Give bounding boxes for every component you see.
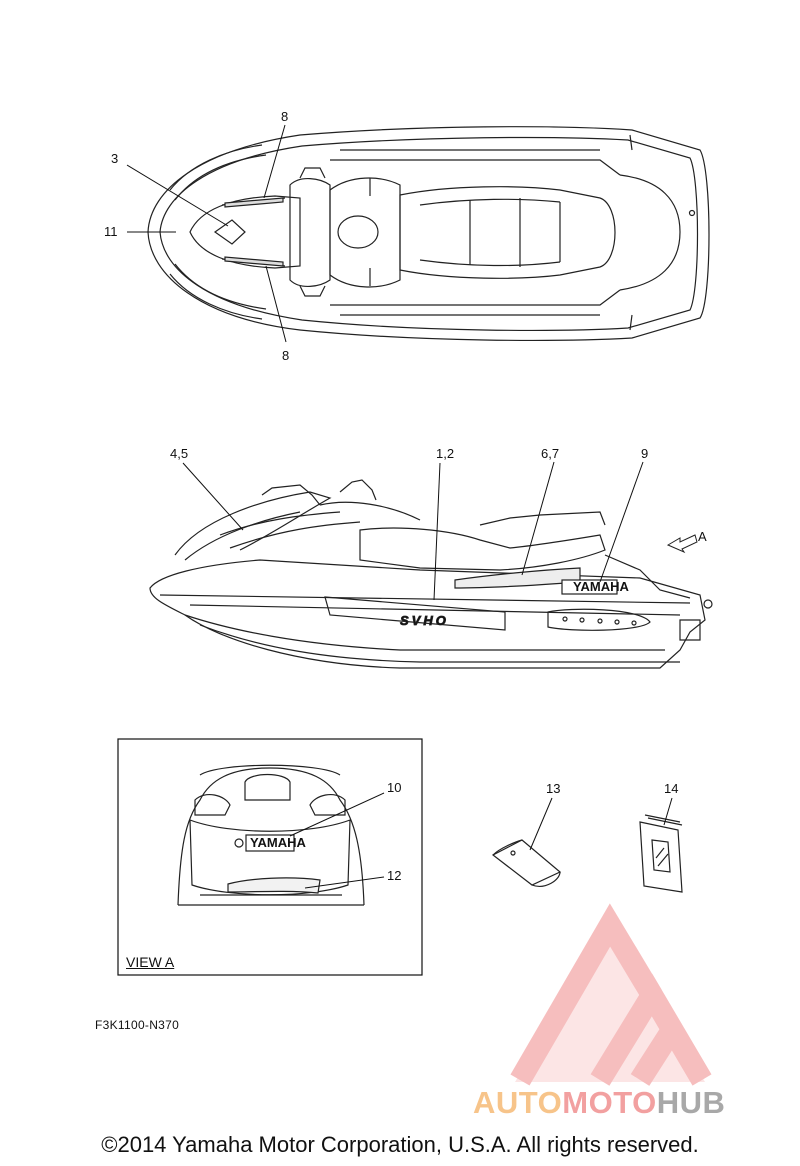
- side-view-jetski: [149, 479, 713, 669]
- watermark-hub: HUB: [656, 1085, 726, 1120]
- view-a-leader-lines: [289, 792, 385, 889]
- callout-view-a: A: [698, 529, 707, 544]
- item-13-leader: [529, 797, 553, 851]
- callout-12: 12: [387, 868, 401, 883]
- watermark-moto: MOTO: [562, 1085, 657, 1120]
- callout-1-2: 1,2: [436, 446, 454, 461]
- callout-8-top: 8: [281, 109, 288, 124]
- side-leader-lines: [182, 461, 644, 601]
- callout-8-bottom: 8: [282, 348, 289, 363]
- top-leader-lines: [126, 124, 287, 343]
- callout-11: 11: [104, 224, 118, 239]
- watermark-auto: AUTO: [473, 1085, 563, 1120]
- view-a-label: VIEW A: [126, 954, 175, 970]
- callout-13: 13: [546, 781, 560, 796]
- rear-view-jetski: [177, 764, 365, 906]
- callout-6-7: 6,7: [541, 446, 559, 461]
- callout-10: 10: [387, 780, 401, 795]
- top-view-jetski: [147, 126, 710, 341]
- yamaha-side-badge: YAMAHA: [573, 579, 629, 594]
- item-13-pouch: [491, 839, 562, 887]
- side-logo-decal: SVHO: [400, 613, 449, 628]
- watermark-logo: [510, 903, 712, 1086]
- callout-3: 3: [111, 151, 118, 166]
- watermark-text: AUTOMOTOHUB: [473, 1085, 725, 1121]
- callout-9: 9: [641, 446, 648, 461]
- view-arrow-icon: [666, 534, 698, 554]
- copyright-notice: ©2014 Yamaha Motor Corporation, U.S.A. A…: [101, 1132, 699, 1157]
- view-a-frame: [117, 738, 423, 976]
- yamaha-rear-badge: YAMAHA: [250, 835, 306, 850]
- item-14-leader: [663, 797, 673, 826]
- item-14-manual: [639, 814, 683, 893]
- diagram-part-code: F3K1100-N370: [95, 1018, 180, 1032]
- callout-4-5: 4,5: [170, 446, 188, 461]
- callout-14: 14: [664, 781, 678, 796]
